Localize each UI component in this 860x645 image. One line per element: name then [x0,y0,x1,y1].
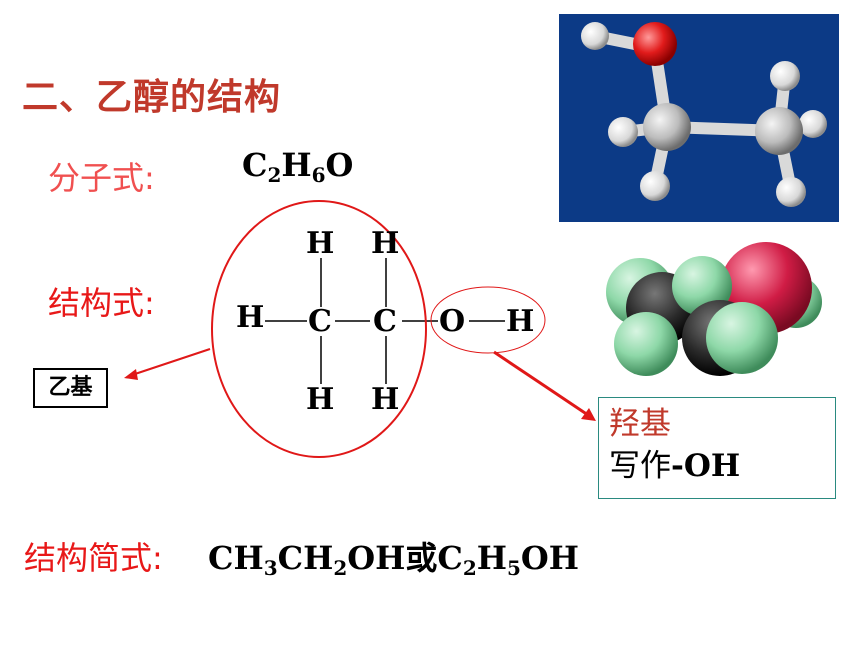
atom-c2: C [373,304,397,339]
simplified-formula-label: 结构简式: [24,539,163,577]
ethyl-label-box: 乙基 [33,368,108,408]
hydroxyl-notation: 写作-OH [609,448,741,484]
hydroxyl-arrowhead [581,408,596,421]
ball-and-stick-model-image [559,14,839,222]
hydroxyl-circle [430,286,546,354]
atom-h-left: H [236,300,265,335]
atom-h-bot1: H [306,382,335,417]
ethyl-circle [211,200,427,458]
structural-formula-label: 结构式: [48,284,155,322]
ethyl-arrow [131,348,211,376]
slide-title: 二、乙醇的结构 [22,77,282,118]
simplified-formula: CH3CH2OH或C2H5OH [208,539,580,580]
hydroxyl-arrow [493,350,589,417]
hydroxyl-label-box: 羟基 写作-OH [598,397,836,499]
space-filling-model-image [600,240,830,390]
atom-h-right: H [506,304,535,339]
atom-h-bot2: H [371,382,400,417]
atom-h-top1: H [306,226,335,261]
ethyl-arrowhead [124,369,138,380]
atom-c1: C [308,304,332,339]
atom-h-top2: H [371,226,400,261]
hydroxyl-label: 羟基 [609,406,671,442]
molecular-formula-label: 分子式: [48,159,155,197]
atom-o: O [439,304,466,339]
molecular-formula: C2H6O [242,146,354,187]
